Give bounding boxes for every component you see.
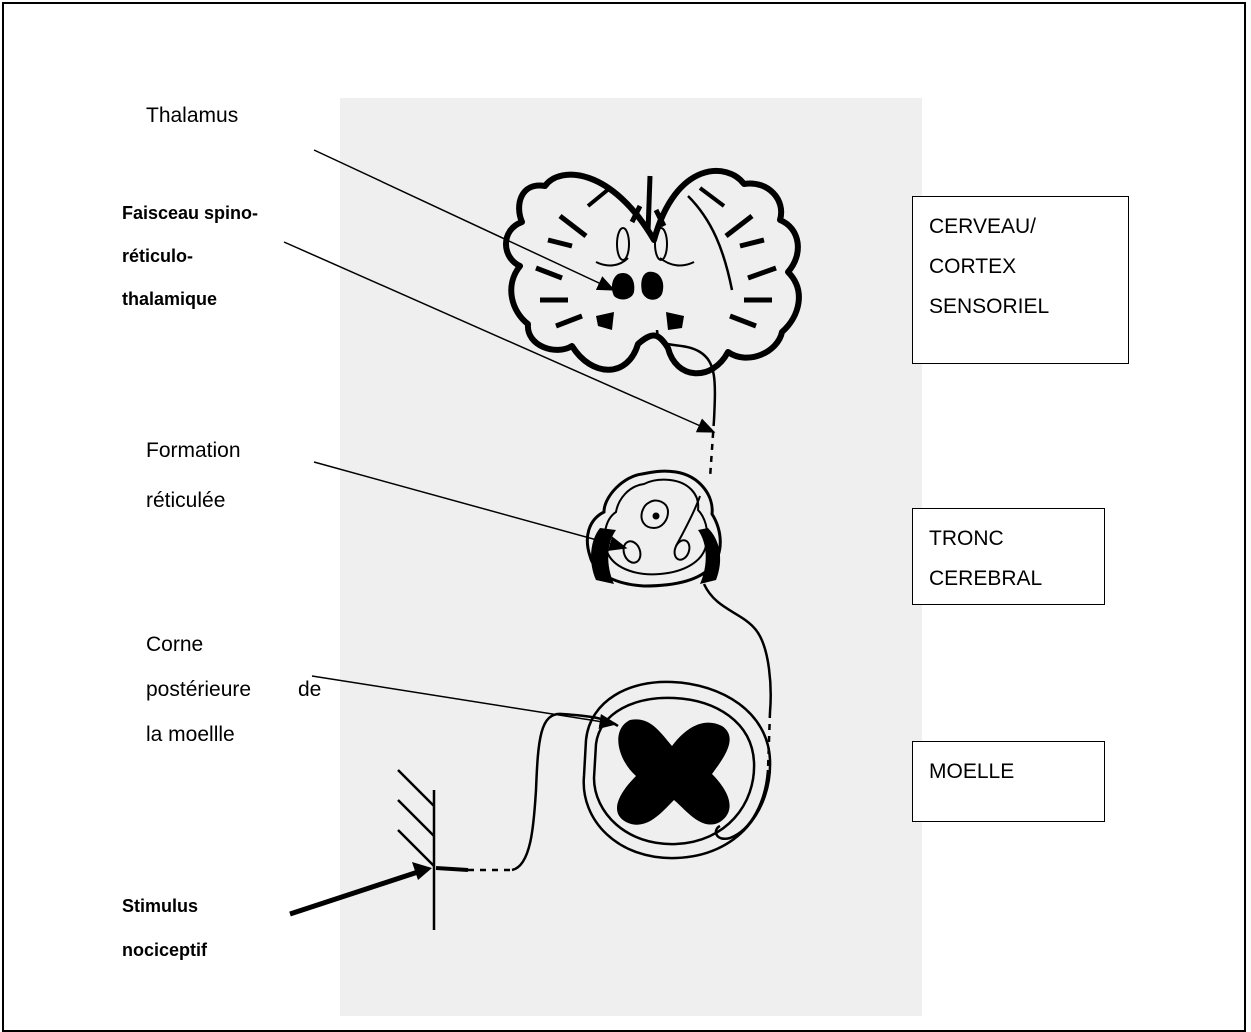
label-thalamus: Thalamus [146,98,238,134]
box-cerveau: CERVEAU/ CORTEX SENSORIEL [912,196,1129,364]
label-faisceau-line3: thalamique [122,278,217,321]
brainstem-lemniscus-left [591,528,616,584]
label-formation-line2: réticulée [146,483,225,519]
box-cerveau-line3: SENSORIEL [929,287,1128,327]
label-formation-line1: Formation [146,433,241,469]
stimulus-arrow [290,870,424,914]
skin-surface [398,770,434,930]
label-faisceau-line1: Faisceau spino- [122,192,258,235]
label-corne-word-de: de [298,672,321,708]
pointer-formation [314,462,626,548]
label-stimulus-line1: Stimulus [122,885,198,928]
box-moelle-line1: MOELLE [929,752,1104,792]
box-tronc: TRONC CEREBRAL [912,508,1105,605]
brain-ventricles [596,228,694,265]
box-cerveau-line1: CERVEAU/ [929,207,1128,247]
thalamus-nuclei [596,272,684,330]
label-corne-line1: Corne [146,627,203,663]
box-cerveau-line2: CORTEX [929,247,1128,287]
label-stimulus-line2: nociceptif [122,929,207,972]
box-tronc-line1: TRONC [929,519,1104,559]
fiber-brainstem-to-cord [704,584,771,712]
label-corne-line3: la moellle [146,717,235,753]
afferent-fiber [512,714,618,870]
stimulus-arrowhead [412,862,432,880]
ascending-fiber-dashed [710,420,714,478]
pointer-corne [312,676,616,724]
box-moelle: MOELLE [912,741,1105,822]
afferent-fiber-receptor [436,868,468,870]
box-tronc-line2: CEREBRAL [929,559,1104,599]
label-corne-line2: postérieure [146,672,251,708]
label-faisceau-line2: réticulo- [122,235,193,278]
spinal-grey-matter [617,719,730,824]
ascending-fiber-upper [657,330,715,420]
